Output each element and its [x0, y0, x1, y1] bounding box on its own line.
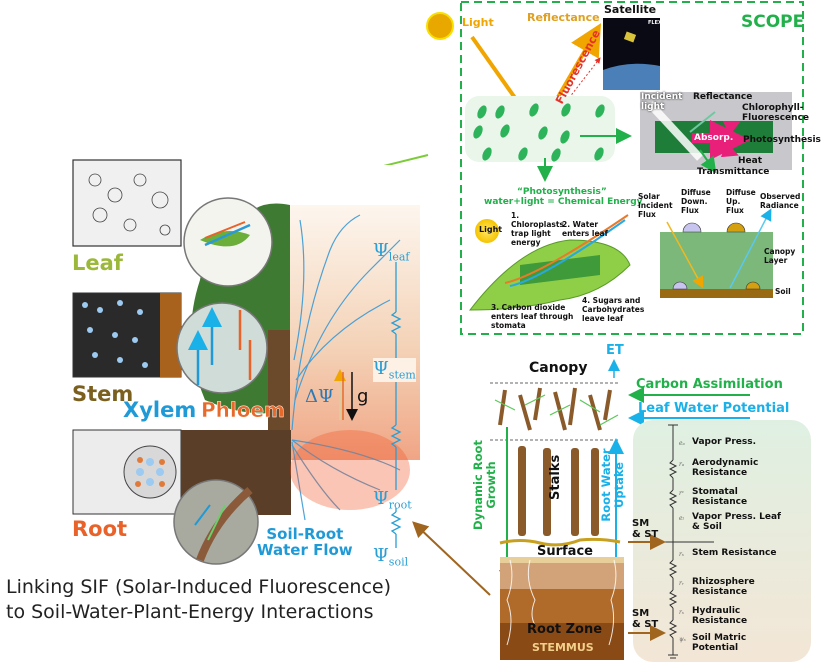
resistance-item: eₐ Vapor Press.	[679, 437, 782, 447]
resistance-item: rᵣ Rhizosphere Resistance	[679, 577, 782, 597]
resistance-label: Aerodynamic Resistance	[692, 458, 759, 478]
psi-stem-subscript: stem	[388, 368, 416, 382]
step-2-label: 2. Water enters leaf	[562, 220, 608, 238]
step-4-label: 4. Sugars and Carbohydrates leave leaf	[582, 296, 645, 323]
psi-symbol: Ψ	[373, 240, 389, 261]
canopy-layer-label: Canopy Layer	[764, 247, 796, 265]
root-label: Root	[72, 517, 128, 541]
resistance-item: rₐ Aerodynamic Resistance	[679, 458, 782, 478]
resistance-symbol: ψₛ	[679, 636, 686, 643]
transmittance-label: Transmittance	[697, 167, 770, 177]
soil-layer-2	[500, 589, 624, 623]
resistance-label: Vapor Press.	[692, 437, 757, 447]
soil-root-water-flow-label: Soil-Root Water Flow	[257, 525, 353, 559]
resistance-label: Rhizosphere Resistance	[692, 577, 755, 597]
caption-line-2: to Soil-Water-Plant-Energy Interactions	[6, 601, 374, 623]
chlorophyll-fluorescence-label: Chlorophyll- Fluorescence	[742, 103, 810, 123]
psi-soil: Ψsoil	[373, 545, 408, 569]
psi-stem: Ψstem	[373, 358, 416, 382]
water-potential-circuit	[390, 262, 402, 548]
dynamic-root-growth-label: Dynamic Root Growth	[471, 440, 498, 530]
resistance-label: Stomatal Resistance	[692, 487, 748, 507]
step-1-label: 1. Chloroplasts trap light energy	[511, 211, 564, 247]
diffuse-down-flux-label: Diffuse Down. Flux	[681, 188, 711, 215]
resistance-symbol: rₐ	[679, 461, 685, 468]
step-3-label: 3. Carbon dioxide enters leaf through st…	[491, 303, 574, 330]
incident-light-label: Incident light	[641, 92, 683, 112]
psi-leaf-subscript: leaf	[388, 250, 410, 264]
stalks	[518, 446, 599, 536]
observed-radiance-label: Observed Radiance	[760, 192, 801, 210]
resistance-item: rₛ Hydraulic Resistance	[679, 606, 782, 626]
leaf-water-potential-label: Leaf Water Potential	[638, 401, 790, 416]
canopy-label: Canopy	[529, 360, 588, 376]
light-label: Light	[462, 16, 494, 29]
soil-rt-label: Soil	[775, 287, 791, 296]
photosynthesis-sun-icon	[475, 219, 499, 243]
stemmus-label: STEMMUS	[532, 641, 594, 654]
absorption-label: Absorp.	[692, 133, 736, 143]
psi-root-subscript: root	[388, 498, 412, 512]
resistance-label: Stem Resistance	[692, 548, 777, 558]
satellite-label: Satellite	[604, 3, 657, 16]
solar-incident-flux-label: Solar Incident Flux	[638, 192, 673, 219]
psi-soil-subscript: soil	[388, 555, 409, 569]
scope-box	[460, 1, 804, 335]
resistance-item: rₛ Stem Resistance	[679, 548, 782, 558]
sun-icon	[426, 12, 454, 40]
root-water-uptake-label: Root Water Uptake	[599, 448, 626, 522]
et-label: ET	[606, 343, 624, 358]
psi-symbol: Ψ	[373, 545, 389, 566]
surface-label: Surface	[537, 544, 593, 559]
flex-tag: FLEX	[648, 20, 662, 26]
phloem-label: Phloem	[201, 398, 285, 423]
delta-psi-label: ΔΨ	[305, 386, 334, 407]
photosynthesis-equation: water+light = Chemical Energy	[484, 197, 643, 207]
diffuse-up-flux-label: Diffuse Up. Flux	[726, 188, 756, 215]
psi-symbol: Ψ	[373, 358, 389, 379]
resistance-label: Vapor Press. Leaf & Soil	[692, 512, 781, 532]
resistance-label: Soil Matric Potential	[692, 633, 747, 653]
sm-st-label-1: SM & ST	[632, 518, 659, 540]
leaf-micrograph	[72, 159, 182, 247]
reflectance-label: Reflectance	[527, 11, 600, 24]
soil-layer-1	[500, 563, 624, 589]
resistance-item: rᶜ Stomatal Resistance	[679, 487, 782, 507]
heat-label: Heat	[738, 156, 763, 166]
root-zone-label: Root Zone	[527, 622, 603, 637]
resistance-symbol: eₐ	[679, 440, 685, 447]
xylem-label: Xylem	[123, 398, 197, 422]
resistance-symbol: rₛ	[679, 609, 684, 616]
resistance-symbol: rᵣ	[679, 580, 684, 587]
photosynthesis-title: “Photosynthesis”	[517, 187, 607, 197]
sm-st-label-2: SM & ST	[632, 608, 659, 630]
resistance-symbol: rᶜ	[679, 490, 684, 497]
photosynthesis-label: Photosynthesis	[743, 135, 821, 145]
gravity-label: g	[357, 386, 369, 407]
surface-line	[499, 537, 621, 547]
psi-root: Ψroot	[373, 488, 412, 512]
soil-layer-3	[500, 623, 624, 660]
psi-leaf: Ψleaf	[373, 240, 409, 264]
resistance-item: ψₛ Soil Matric Potential	[679, 633, 782, 653]
canopy-stems	[498, 387, 612, 431]
resistance-label: Hydraulic Resistance	[692, 606, 748, 626]
resistance-item: eₗ Vapor Press. Leaf & Soil	[679, 512, 782, 532]
carbon-assimilation-label: Carbon Assimilation	[636, 377, 783, 392]
caption-line-1: Linking SIF (Solar-Induced Fluorescence)	[6, 576, 392, 598]
psi-symbol: Ψ	[373, 488, 389, 509]
xylem-network	[291, 214, 401, 521]
stem-magnifier	[176, 302, 268, 394]
leaf-label: Leaf	[72, 251, 123, 275]
resistance-panel	[633, 420, 811, 662]
resistance-symbol: rₛ	[679, 551, 684, 558]
photosynthesis-light-label: Light	[479, 225, 503, 234]
caption: Linking SIF (Solar-Induced Fluorescence)…	[6, 575, 391, 625]
leaf-reflectance-label: Reflectance	[693, 92, 753, 102]
resistance-symbol: eₗ	[679, 515, 685, 522]
stalks-label: Stalks	[548, 454, 563, 500]
stem-label: Stem	[72, 382, 134, 406]
scope-title: SCOPE	[741, 12, 805, 32]
